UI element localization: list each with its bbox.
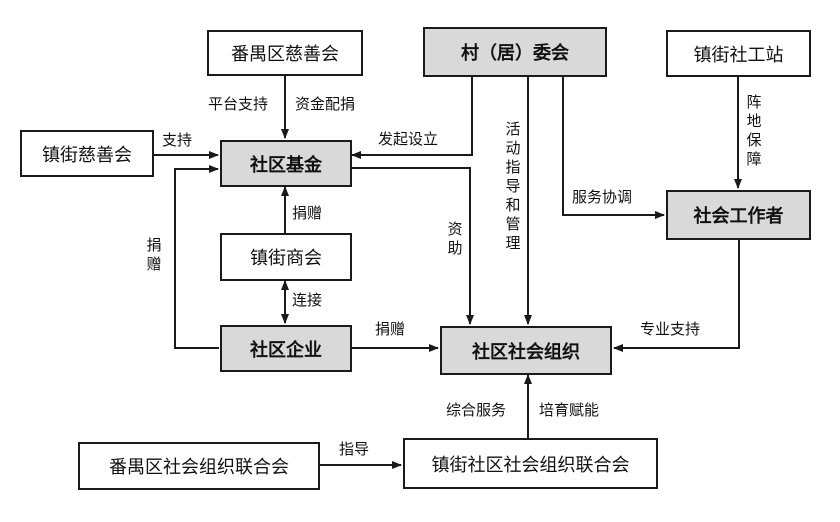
edge-committee-to-worker xyxy=(562,77,665,219)
node-panyu-charity: 番禺区慈善会 xyxy=(207,30,363,76)
node-community-enterprise: 社区企业 xyxy=(220,325,352,372)
label-donate-enterprise: 捐赠 xyxy=(375,320,406,338)
node-community-fund: 社区基金 xyxy=(220,140,352,187)
label-comprehensive-service: 综合服务 xyxy=(446,401,507,419)
label-fund-raising: 资金配捐 xyxy=(295,95,356,113)
label-funding: 资助 xyxy=(447,220,463,257)
node-town-charity: 镇街慈善会 xyxy=(20,130,154,177)
node-social-worker: 社会工作者 xyxy=(666,190,811,240)
edge-committee-to-fund xyxy=(351,77,473,159)
edge-worker-to-org xyxy=(613,240,740,352)
label-activity-guidance: 活动指导和管理 xyxy=(505,120,521,252)
node-town-federation: 镇街社区社会组织联合会 xyxy=(403,438,658,489)
label-initiate: 发起设立 xyxy=(378,130,439,148)
label-site-guarantee: 阵地保障 xyxy=(746,93,762,168)
label-service-coordination: 服务协调 xyxy=(572,188,633,206)
edge-fund-to-org xyxy=(352,167,474,325)
label-donate-chamber: 捐赠 xyxy=(292,204,323,222)
label-empowerment: 培育赋能 xyxy=(539,401,600,419)
node-panyu-federation: 番禺区社会组织联合会 xyxy=(78,442,320,490)
node-town-social-station: 镇街社工站 xyxy=(666,30,811,77)
label-connect: 连接 xyxy=(292,291,323,309)
edge-enterprise-to-fund xyxy=(174,165,219,349)
node-town-chamber: 镇街商会 xyxy=(220,233,352,281)
label-professional-support: 专业支持 xyxy=(640,320,701,338)
label-platform-support: 平台支持 xyxy=(208,95,269,113)
label-donate-left: 捐赠 xyxy=(146,236,162,273)
label-guidance: 指导 xyxy=(339,440,370,458)
node-village-committee: 村（居）委会 xyxy=(423,27,607,77)
node-community-org: 社区社会组织 xyxy=(440,326,612,375)
label-support: 支持 xyxy=(162,131,193,149)
